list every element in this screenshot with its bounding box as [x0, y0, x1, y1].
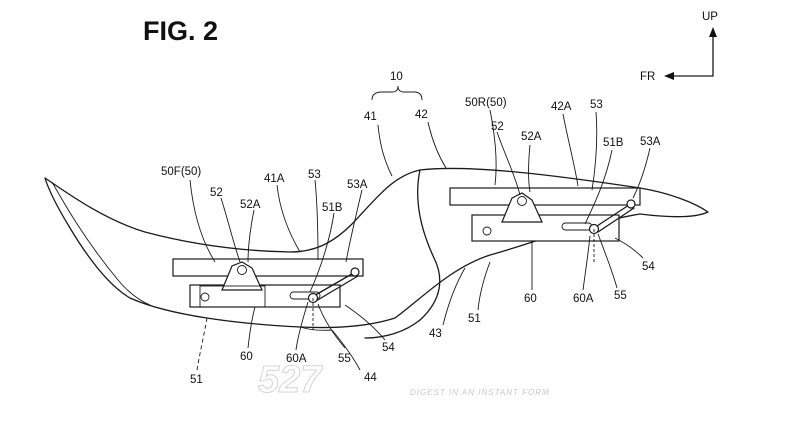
label-53-front: 53 — [308, 169, 321, 181]
label-41: 41 — [364, 111, 377, 123]
leader-54-rear — [614, 237, 644, 259]
up-arrow-icon — [709, 27, 717, 37]
label-52-front: 52 — [210, 187, 223, 199]
label-52a-rear: 52A — [521, 131, 542, 143]
rear-link-arm-edge — [597, 207, 635, 233]
leader-lines — [189, 109, 651, 371]
label-51-rear: 51 — [468, 313, 481, 325]
label-60-front: 60 — [240, 351, 253, 363]
label-60a-rear: 60A — [573, 293, 594, 305]
leader-42 — [427, 121, 447, 169]
watermark: 527 DIGEST IN AN INSTANT FORM — [258, 359, 550, 402]
label-50r: 50R(50) — [465, 97, 507, 109]
brace-shape — [371, 85, 423, 101]
leader-60a-rear — [582, 235, 591, 291]
leader-52-front — [220, 197, 241, 263]
front-arrow-icon — [664, 72, 674, 80]
label-50f: 50F(50) — [161, 166, 201, 178]
front-link-end — [350, 267, 360, 277]
front-mechanism — [172, 258, 364, 330]
label-44: 44 — [364, 372, 377, 384]
rear-rail — [449, 187, 641, 206]
leader-50f — [189, 179, 216, 263]
front-rail — [172, 258, 364, 277]
label-43: 43 — [429, 328, 442, 340]
leader-41 — [377, 124, 393, 177]
label-51b-front: 51B — [322, 202, 343, 214]
leader-52a-front — [247, 209, 255, 263]
watermark-caption: DIGEST IN AN INSTANT FORM — [410, 388, 550, 397]
seat-assembly-brace: 10 — [371, 71, 423, 101]
up-label: UP — [702, 11, 718, 23]
rear-base-hole — [482, 226, 492, 236]
rear-link-arm — [593, 202, 633, 229]
label-51b-rear: 51B — [603, 137, 624, 149]
label-60a-front: 60A — [286, 353, 307, 365]
front-bracket-base — [199, 285, 266, 308]
seat-boundary-line — [364, 169, 441, 339]
bottom-inner-edge — [299, 326, 333, 331]
front-label: FR — [640, 71, 655, 83]
label-55-rear: 55 — [614, 290, 627, 302]
seat-top-surface — [44, 167, 709, 253]
label-53a-front: 53A — [347, 179, 368, 191]
leader-51-rear — [477, 261, 491, 311]
front-bracket-shape — [221, 261, 263, 291]
front-link-arm — [311, 270, 358, 298]
front-base-hole — [200, 292, 210, 302]
label-52-rear: 52 — [491, 121, 504, 133]
leader-51b-rear — [584, 149, 613, 225]
rear-mechanism — [449, 187, 641, 262]
leader-44 — [331, 329, 361, 371]
leader-51b-front — [309, 212, 335, 293]
figure-title: FIG. 2 — [143, 16, 218, 46]
leader-60a-front — [295, 301, 309, 351]
label-53-rear: 53 — [590, 99, 603, 111]
front-slot — [289, 291, 321, 300]
orientation-indicator: UP FR — [640, 11, 718, 83]
leader-60-front — [247, 306, 256, 349]
leader-41a — [276, 184, 301, 253]
leader-43 — [442, 267, 466, 326]
leader-53a-front — [345, 189, 363, 263]
label-52a-front: 52A — [240, 199, 261, 211]
leader-50r — [489, 109, 497, 186]
label-54-rear: 54 — [642, 261, 655, 273]
front-bracket-pivot — [237, 265, 247, 275]
label-42a: 42A — [551, 101, 572, 113]
rear-link-end — [626, 199, 636, 209]
label-51-front: 51 — [190, 374, 203, 386]
leader-52-rear — [496, 131, 521, 196]
label-seat-assembly: 10 — [390, 71, 403, 83]
leader-53-front — [314, 179, 319, 261]
leader-55-front — [317, 303, 346, 349]
leader-54-front — [344, 304, 386, 341]
label-42: 42 — [415, 109, 428, 121]
rear-bracket-shape — [501, 192, 543, 223]
front-inner-edge — [51, 181, 151, 306]
label-54-front: 54 — [382, 342, 395, 354]
label-60-rear: 60 — [524, 293, 537, 305]
leader-53a-rear — [632, 147, 651, 199]
reference-labels: 41 42 50F(50) 52 52A 41A 53 53A 51B 60 6… — [161, 97, 661, 386]
leader-51-front — [196, 317, 208, 371]
leader-55-rear — [597, 233, 618, 289]
front-link-arm-edge — [315, 275, 359, 302]
label-41a: 41A — [264, 173, 285, 185]
label-55-front: 55 — [338, 353, 351, 365]
rear-bracket-pivot — [517, 196, 527, 206]
leader-53-rear — [591, 111, 598, 191]
watermark-number: 527 — [258, 359, 323, 401]
leader-52a-rear — [528, 144, 531, 193]
leader-42a — [562, 113, 579, 187]
label-53a-rear: 53A — [640, 136, 661, 148]
